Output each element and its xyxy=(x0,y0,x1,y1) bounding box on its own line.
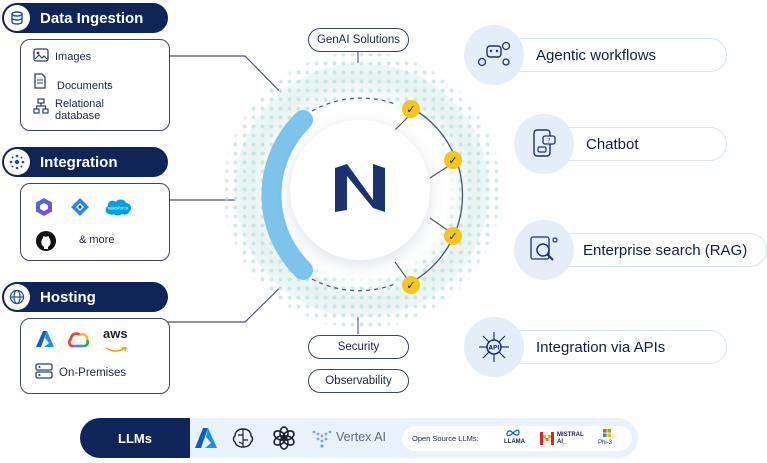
more-integrations-label: & more xyxy=(79,234,115,246)
observability-pill: Observability xyxy=(308,369,409,393)
globe-icon xyxy=(4,284,30,310)
checkmark-icon: ✓ xyxy=(402,100,420,118)
azure-openai-icon xyxy=(194,427,218,454)
item-label: Images xyxy=(55,50,92,63)
data-ingestion-header: Data Ingestion xyxy=(2,3,168,33)
google-cloud-icon xyxy=(67,330,91,353)
checkmark-icon: ✓ xyxy=(444,151,462,169)
data-ingestion-title: Data Ingestion xyxy=(40,9,144,27)
svg-text:salesforce: salesforce xyxy=(108,206,129,211)
outcome-agentic-workflows: Agentic workflows xyxy=(495,38,727,72)
integration-card: Integration salesforce & more xyxy=(2,147,170,261)
power-automate-icon xyxy=(33,196,55,223)
salesforce-icon: salesforce xyxy=(103,196,133,223)
genai-solutions-pill: GenAI Solutions xyxy=(308,28,409,52)
outcome-enterprise-search: Enterprise search (RAG) xyxy=(545,233,767,267)
data-ingestion-card: Data Ingestion Images Documents Relation… xyxy=(2,3,170,131)
aws-logo: aws xyxy=(103,326,128,341)
relational-database-icon xyxy=(33,98,49,117)
list-item-documents: Documents xyxy=(33,73,113,92)
azure-icon xyxy=(35,329,55,354)
hosting-title: Hosting xyxy=(40,288,96,306)
outcome-label: Enterprise search (RAG) xyxy=(583,241,748,259)
outcome-label: Integration via APIs xyxy=(536,338,666,356)
agentic-workflow-icon xyxy=(464,25,524,85)
svg-text:?: ? xyxy=(547,138,550,145)
integration-title: Integration xyxy=(40,153,118,171)
vertex-ai-label: Vertex AI xyxy=(336,430,387,444)
list-item-relational-database: Relational database xyxy=(33,98,125,122)
integration-list: salesforce & more xyxy=(20,183,170,261)
item-label: Relational database xyxy=(55,98,104,122)
database-icon xyxy=(4,5,30,31)
image-icon xyxy=(33,48,49,65)
mistral-label: MISTRAL AI_ xyxy=(557,432,584,445)
on-premises-item: On-Premises xyxy=(35,363,126,382)
vertex-ai-icon xyxy=(311,428,333,455)
phi-label: Phi-3 xyxy=(598,440,613,446)
checkmark-icon: ✓ xyxy=(444,227,462,245)
item-label: Documents xyxy=(57,79,113,92)
open-source-label: Open Source LLMs: xyxy=(412,434,479,443)
platform-core xyxy=(290,120,430,260)
open-source-llms-pill: Open Source LLMs: LLAMA MISTRAL AI_ Phi-… xyxy=(402,426,632,451)
chatbot-icon: ? xyxy=(514,114,574,174)
platform-logo-icon xyxy=(331,162,389,219)
checkmark-icon: ✓ xyxy=(402,276,420,294)
list-item-images: Images xyxy=(33,48,91,65)
hosting-list: aws On-Premises xyxy=(20,318,170,394)
hosting-card: Hosting aws On-Premises xyxy=(2,282,170,394)
aws-smile-icon xyxy=(105,340,127,358)
meta-icon xyxy=(506,429,520,439)
llm-label: LLMs xyxy=(80,418,190,458)
jira-icon xyxy=(69,196,91,223)
microsoft-icon xyxy=(603,429,611,439)
integration-icon xyxy=(4,149,30,175)
data-ingestion-list: Images Documents Relational database xyxy=(20,39,170,131)
api-icon: API xyxy=(464,317,524,377)
integration-header: Integration xyxy=(2,147,168,177)
search-icon xyxy=(514,220,574,280)
llama-label: LLAMA xyxy=(504,439,525,445)
openai-icon xyxy=(272,426,296,455)
on-premises-label: On-Premises xyxy=(59,366,127,379)
hosting-header: Hosting xyxy=(2,282,168,312)
security-pill: Security xyxy=(308,335,409,359)
document-icon xyxy=(33,73,47,92)
outcome-label: Agentic workflows xyxy=(536,46,657,64)
outcome-chatbot: Chatbot xyxy=(545,127,727,161)
github-icon xyxy=(35,230,57,257)
outcome-label: Chatbot xyxy=(586,135,639,153)
server-icon xyxy=(35,363,53,382)
svg-text:API: API xyxy=(488,345,499,352)
mistral-icon xyxy=(540,432,554,447)
neural-brain-icon xyxy=(231,426,255,455)
outcome-integration-apis: Integration via APIs xyxy=(495,330,727,364)
